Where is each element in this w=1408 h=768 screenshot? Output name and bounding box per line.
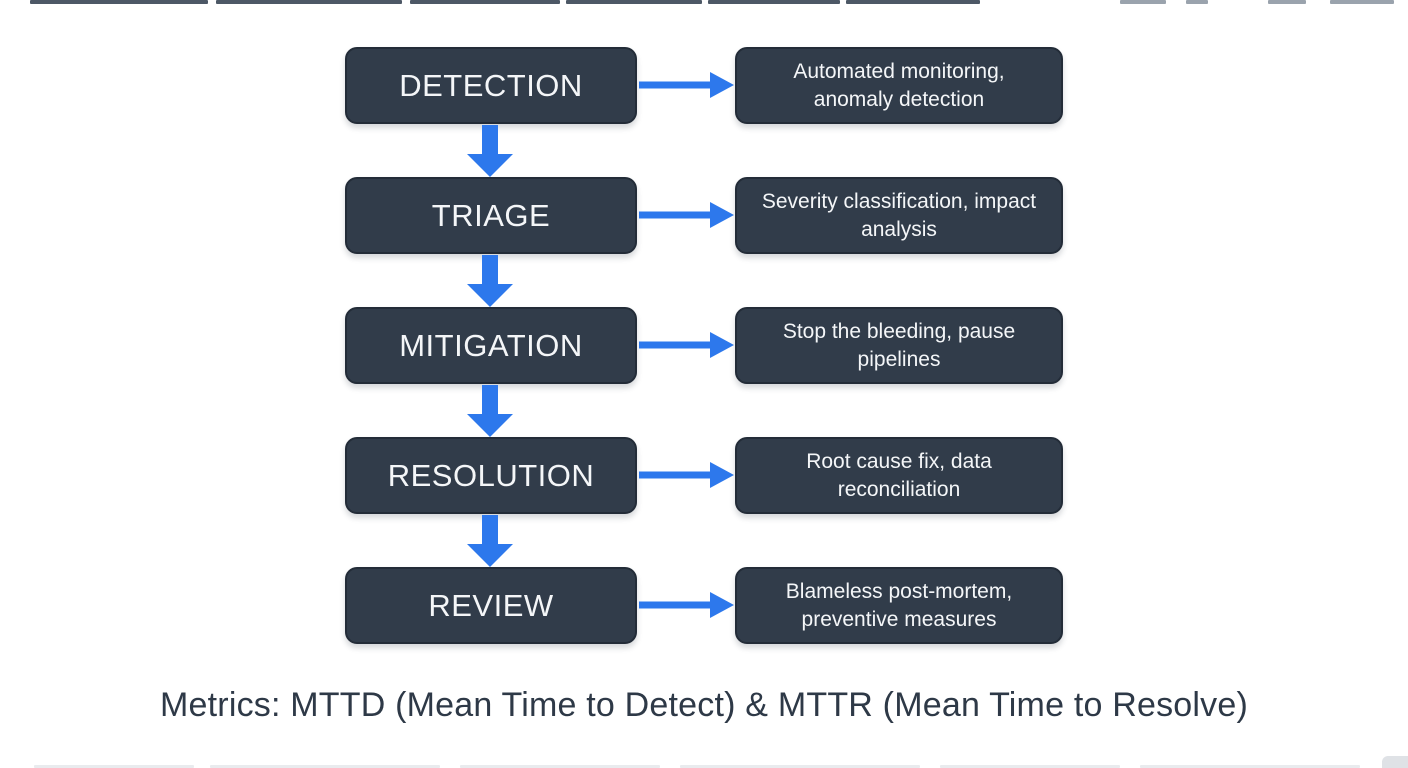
step-box-review: REVIEW (345, 567, 637, 644)
step-box-resolution: RESOLUTION (345, 437, 637, 514)
top-edge-artifact-segment (1186, 0, 1208, 4)
step-description: Blameless post-mortem, preventive measur… (785, 579, 1013, 631)
step-box-detection: DETECTION (345, 47, 637, 124)
top-edge-artifact-segment (1120, 0, 1166, 4)
bottom-edge-artifact-segment (940, 765, 1120, 768)
arrow-down-icon (467, 125, 513, 177)
top-edge-artifact-segment (216, 0, 402, 4)
bottom-edge-artifact-segment (34, 765, 194, 768)
step-description: Automated monitoring, anomaly detection (793, 59, 1005, 111)
step-label: DETECTION (399, 67, 583, 103)
top-edge-artifact-segment (1268, 0, 1306, 4)
arrow-right-icon (639, 462, 734, 488)
arrow-down-icon (467, 515, 513, 567)
metrics-caption: Metrics: MTTD (Mean Time to Detect) & MT… (160, 686, 1248, 724)
top-edge-artifact-segment (708, 0, 840, 4)
desc-box-detection: Automated monitoring, anomaly detection (735, 47, 1063, 124)
bottom-edge-artifact-segment (460, 765, 660, 768)
arrow-down-icon (467, 385, 513, 437)
step-box-triage: TRIAGE (345, 177, 637, 254)
desc-box-mitigation: Stop the bleeding, pause pipelines (735, 307, 1063, 384)
top-edge-artifact-segment (1330, 0, 1394, 4)
bottom-edge-artifact-segment (680, 765, 920, 768)
top-edge-artifact-segment (410, 0, 560, 4)
arrow-right-icon (639, 332, 734, 358)
bottom-edge-artifact-segment (1140, 765, 1360, 768)
top-edge-artifact-segment (846, 0, 980, 4)
bottom-edge-artifact-segment (210, 765, 440, 768)
bottom-right-smudge (1382, 756, 1408, 768)
top-edge-artifact-segment (30, 0, 208, 4)
arrow-right-icon (639, 592, 734, 618)
arrow-down-icon (467, 255, 513, 307)
desc-box-triage: Severity classification, impact analysis (735, 177, 1063, 254)
step-description: Stop the bleeding, pause pipelines (782, 319, 1016, 371)
desc-box-resolution: Root cause fix, data reconciliation (735, 437, 1063, 514)
step-description: Root cause fix, data reconciliation (806, 449, 992, 501)
step-label: REVIEW (428, 587, 554, 623)
step-label: TRIAGE (431, 197, 551, 233)
arrow-right-icon (639, 72, 734, 98)
step-box-mitigation: MITIGATION (345, 307, 637, 384)
step-label: RESOLUTION (387, 457, 595, 493)
step-description: Severity classification, impact analysis (761, 189, 1037, 241)
step-label: MITIGATION (399, 327, 583, 363)
top-edge-artifact-segment (566, 0, 702, 4)
arrow-right-icon (639, 202, 734, 228)
desc-box-review: Blameless post-mortem, preventive measur… (735, 567, 1063, 644)
